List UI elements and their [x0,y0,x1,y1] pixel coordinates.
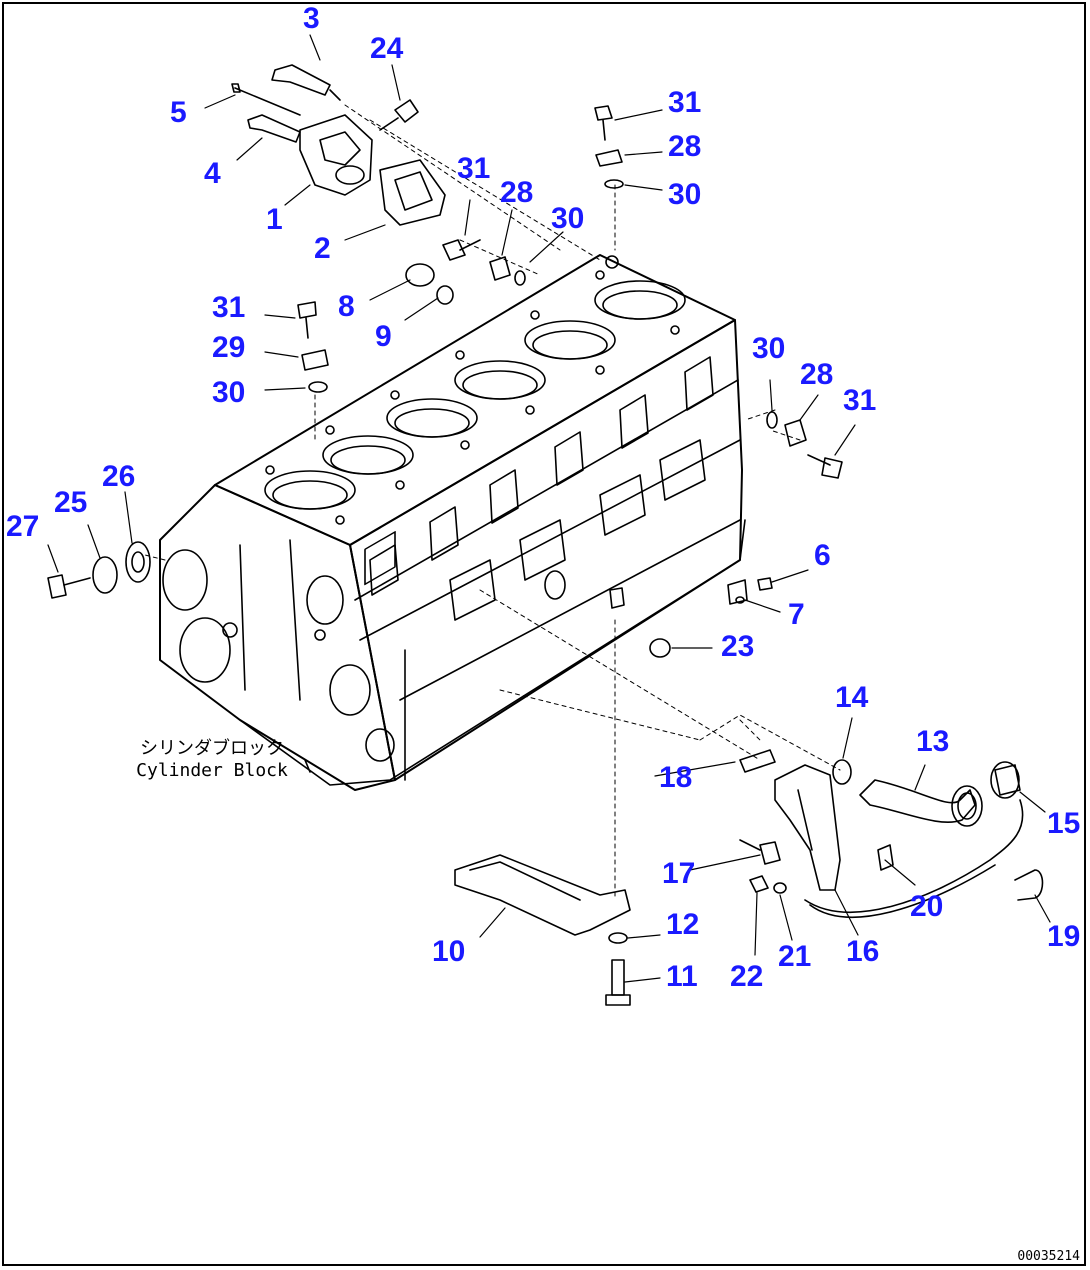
callout-12: 12 [666,908,700,941]
callout-30-top: 30 [668,178,702,211]
callout-19: 19 [1047,920,1081,953]
cylinder-block-drawing [159,254,748,791]
callout-4: 4 [204,157,221,190]
callout-30-right: 30 [752,332,786,365]
callout-13: 13 [916,725,950,758]
small-parts-drawing [47,105,1044,1006]
callout-31-right: 31 [843,384,877,417]
callout-27: 27 [6,510,40,543]
callout-21: 21 [778,940,812,973]
oil-pressure-switch-shape [727,579,748,605]
callout-26: 26 [102,460,136,493]
callout-30-middle: 30 [551,202,585,235]
drawing-number: 00035214 [1017,1249,1080,1264]
callout-25: 25 [54,486,88,519]
caption-japanese: シリンダブロック [140,738,284,759]
callout-2: 2 [314,232,331,265]
callout-5: 5 [170,96,187,129]
callout-8: 8 [338,290,355,323]
callout-3: 3 [303,2,320,35]
callout-31-top: 31 [668,86,702,119]
callout-18: 18 [659,761,693,794]
callout-23: 23 [721,630,755,663]
callout-31-middle: 31 [457,152,491,185]
callout-14: 14 [835,681,869,714]
callout-11: 11 [666,960,698,993]
callout-30-left: 30 [212,376,246,409]
callout-16: 16 [846,935,880,968]
callout-31-left: 31 [212,291,246,324]
callout-7: 7 [788,598,805,631]
callout-6: 6 [814,539,831,572]
callout-28-middle: 28 [500,176,534,209]
cylinder-block-caption: シリンダブロック Cylinder Block [122,738,302,782]
callout-28-right: 28 [800,358,834,391]
water-inlet-group-drawing [144,64,841,901]
callout-10: 10 [432,935,466,968]
callout-9: 9 [375,320,392,353]
leader-lines [47,34,1051,983]
callout-24: 24 [370,32,404,65]
caption-english: Cylinder Block [136,760,288,781]
callout-20: 20 [910,890,944,923]
callout-22: 22 [730,960,764,993]
callout-15: 15 [1047,807,1081,840]
callout-29: 29 [212,331,246,364]
callout-28-top: 28 [668,130,702,163]
callout-1: 1 [266,203,283,236]
callout-17: 17 [662,857,696,890]
